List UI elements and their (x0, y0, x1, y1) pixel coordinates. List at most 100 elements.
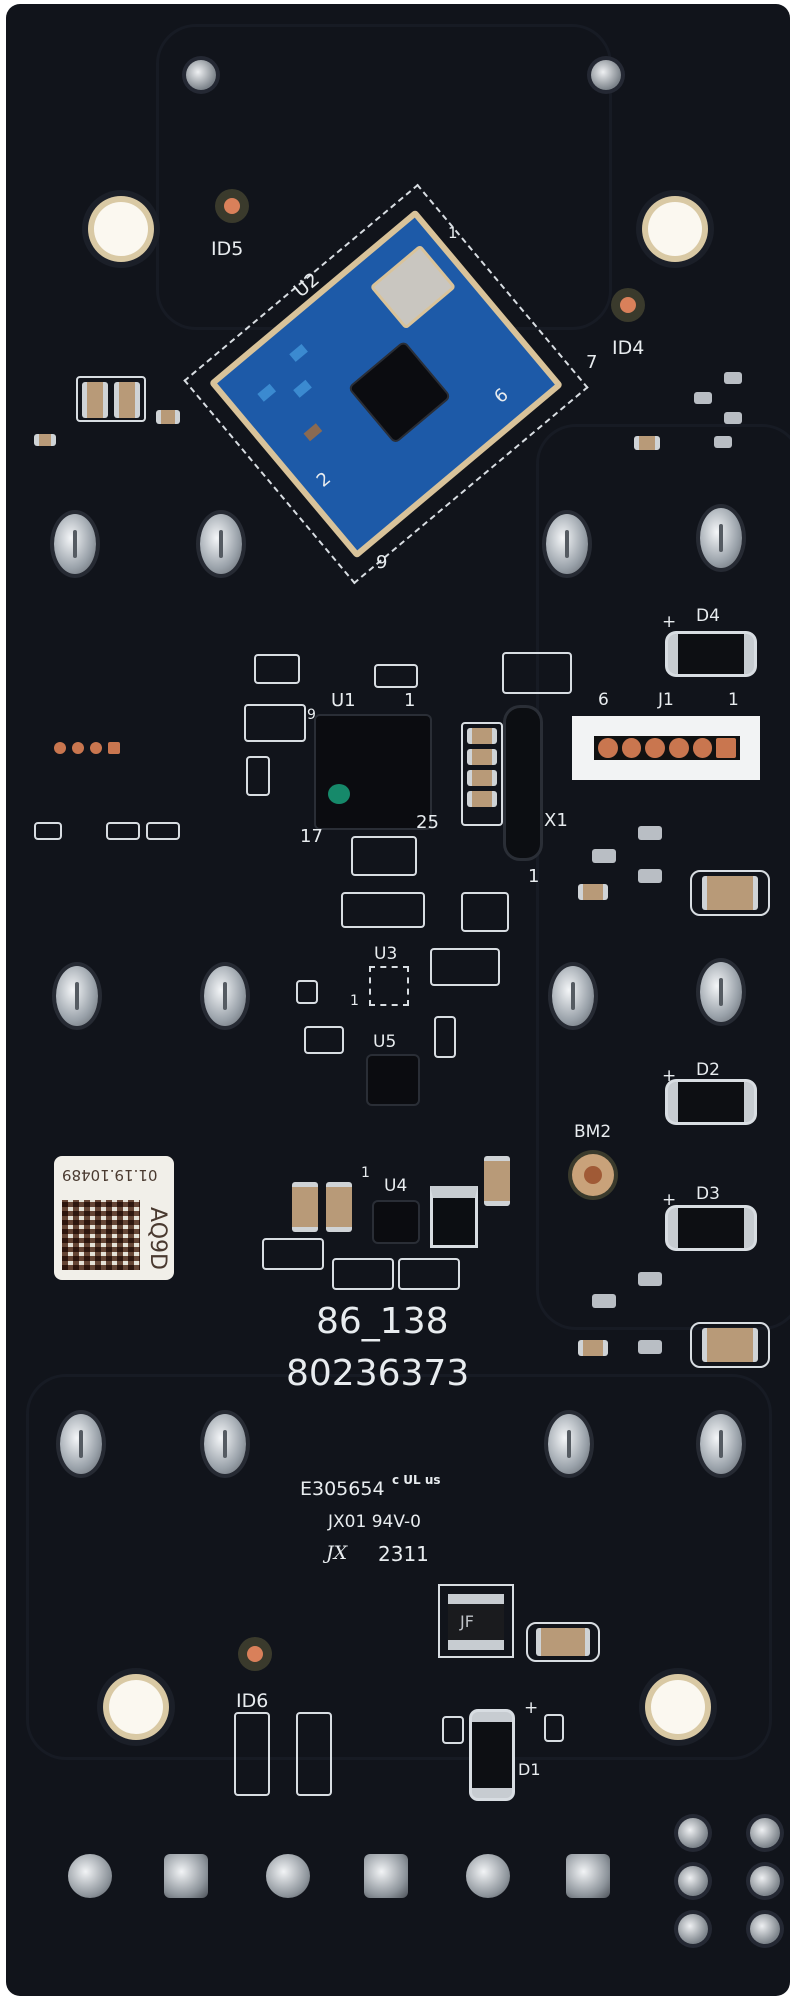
resistor-array (398, 1258, 460, 1290)
x1-label: X1 (544, 810, 568, 831)
manufacturer-logo: JX (326, 1542, 348, 1564)
ul-recognized-mark: c UL us (392, 1473, 441, 1487)
inductor-marking: JF (460, 1612, 474, 1631)
sensor-u3 (369, 966, 409, 1006)
resistor-pad (246, 756, 270, 796)
pin-pad (621, 738, 642, 758)
mounting-hole (103, 1674, 169, 1740)
smd-pad (592, 1294, 616, 1308)
chip-u5 (368, 1056, 418, 1104)
id4-label: ID4 (612, 337, 645, 359)
test-point-id6 (238, 1637, 272, 1671)
via-pad (678, 1866, 708, 1896)
capacitor (467, 749, 497, 765)
capacitor-stack (461, 722, 503, 826)
ul-file-number: E305654 (300, 1478, 385, 1500)
smd-pad (714, 436, 732, 448)
switch-pad (548, 1414, 590, 1474)
capacitor-outline (690, 1322, 770, 1368)
resistor-array (351, 836, 417, 876)
switch-pad (700, 508, 742, 568)
header-pads (54, 742, 124, 758)
resistor-pad (296, 980, 318, 1004)
smd-pad (724, 372, 742, 384)
d3-label: D3 (696, 1184, 720, 1204)
pin-pad (645, 738, 666, 758)
u1-pin1-label: 1 (404, 690, 416, 711)
capacitor (578, 884, 608, 900)
mounting-hole (88, 196, 154, 262)
through-hole-pad-square (164, 1854, 208, 1898)
test-point-id5 (215, 189, 249, 223)
resistor-pad (434, 1016, 456, 1058)
capacitor (467, 770, 497, 786)
j1-pin1-label: 1 (728, 690, 739, 710)
switch-pad (54, 514, 96, 574)
through-hole-pad-square (364, 1854, 408, 1898)
capacitor (484, 1156, 510, 1206)
capacitor-group (76, 376, 146, 422)
sticker-code: AQ9D (144, 1207, 170, 1270)
through-hole-pad (466, 1854, 510, 1898)
switch-pad (60, 1414, 102, 1474)
through-hole-pad-square (566, 1854, 610, 1898)
inductor-outline (438, 1584, 514, 1658)
bm2-label: BM2 (574, 1122, 612, 1142)
regulator-u4 (374, 1202, 418, 1242)
via-pad (591, 60, 621, 90)
diode-d3 (668, 1208, 754, 1248)
resistor-array (430, 948, 500, 986)
resistor-pair (461, 892, 509, 932)
switch-pad (546, 514, 588, 574)
id5-label: ID5 (211, 238, 244, 260)
capacitor (114, 382, 140, 418)
microcontroller-u1 (316, 716, 430, 828)
copper-trace (26, 1374, 772, 1760)
diode-d4 (668, 634, 754, 674)
connector-j1[interactable] (572, 716, 760, 780)
d2-plus: + (662, 1066, 677, 1086)
inductor-jf: JF (448, 1594, 504, 1650)
smd-pad (724, 412, 742, 424)
d1-label: D1 (518, 1760, 541, 1779)
capacitor (326, 1182, 352, 1232)
copper-trace (536, 424, 790, 1330)
switch-pad (700, 1414, 742, 1474)
test-point-id4 (611, 288, 645, 322)
u3-pin1-label: 1 (350, 993, 359, 1009)
smd-pad (638, 1272, 662, 1286)
pad-center (584, 1166, 602, 1184)
resistor-array (262, 1238, 324, 1270)
pcb-board: ID5 ID4 ID6 2 6 U2 1 7 9 D4 + U1 1 9 (6, 4, 790, 1996)
u2-pin9-label: 9 (376, 552, 388, 573)
d1-plus: + (524, 1698, 539, 1718)
smd-pad (638, 869, 662, 883)
u1-pin9-label: 9 (307, 707, 316, 723)
capacitor (634, 436, 660, 450)
pin-pad (54, 742, 66, 754)
capacitor (702, 1328, 758, 1362)
smd-pad (694, 392, 712, 404)
u3-label: U3 (374, 944, 398, 964)
pin-pad (692, 738, 713, 758)
capacitor (702, 876, 758, 910)
switch-pad (200, 514, 242, 574)
resistor-array (341, 892, 425, 928)
capacitor-outline (526, 1622, 600, 1662)
crystal-x1 (506, 708, 540, 858)
laminate-rating: JX01 94V-0 (328, 1512, 421, 1532)
resistor-pair (254, 654, 300, 684)
capacitor (467, 791, 497, 807)
via-pad (186, 60, 216, 90)
switch-pad (204, 966, 246, 1026)
green-dot-mark (328, 784, 350, 804)
inductor (430, 1186, 478, 1248)
via-pad (678, 1914, 708, 1944)
id6-label: ID6 (236, 1690, 269, 1712)
mounting-hole (645, 1674, 711, 1740)
resistor-pad (146, 822, 180, 840)
u1-pin25-label: 25 (416, 812, 439, 833)
resistor-pair (304, 1026, 344, 1054)
pin-pad (108, 742, 120, 754)
resistor-array (332, 1258, 394, 1290)
